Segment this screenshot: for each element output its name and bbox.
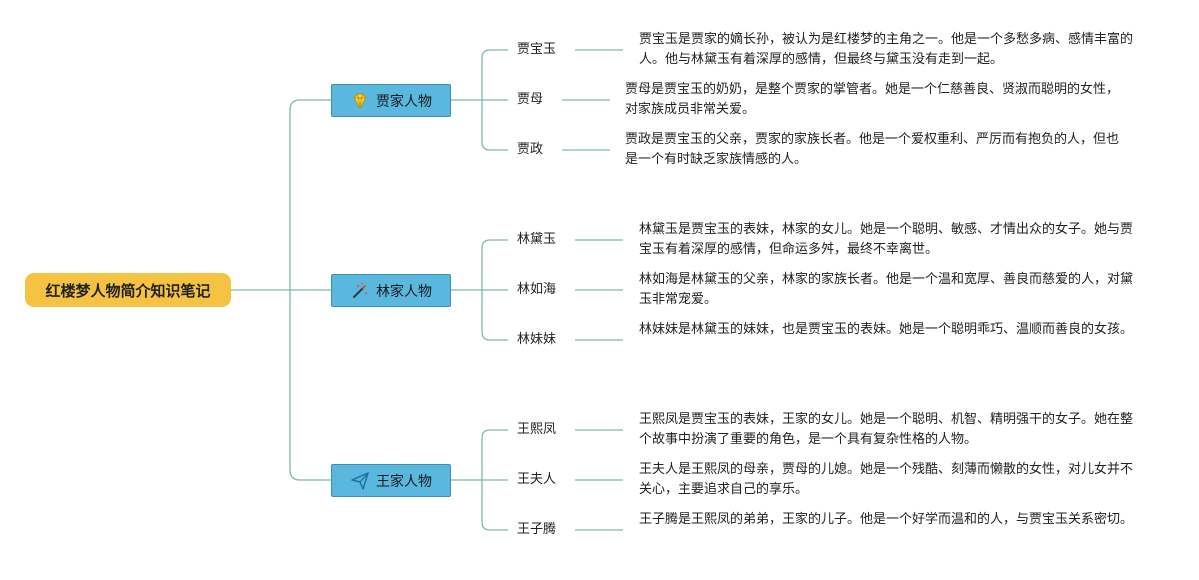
branch-wang-family[interactable]: 王家人物 bbox=[331, 464, 451, 497]
leaf-wang-ziteng[interactable]: 王子腾 bbox=[517, 522, 557, 537]
leaf-jia-mu[interactable]: 贾母 bbox=[517, 92, 544, 107]
branch-label: 贾家人物 bbox=[376, 93, 432, 110]
desc-jia-baoyu: 贾宝玉是贾家的嫡长孙，被认为是红楼梦的主角之一。他是一个多愁多病、感情丰富的人。… bbox=[639, 32, 1134, 67]
branch-label: 林家人物 bbox=[376, 283, 432, 300]
gem-icon bbox=[350, 91, 370, 111]
paper-plane-icon bbox=[350, 471, 370, 491]
leaf-lin-meimei[interactable]: 林妹妹 bbox=[517, 332, 557, 347]
root-label: 红楼梦人物简介知识笔记 bbox=[45, 281, 211, 300]
desc-jia-zheng: 贾政是贾宝玉的父亲，贾家的家族长者。他是一个爱权重利、严厉而有抱负的人，但也是一… bbox=[625, 132, 1120, 167]
magic-wand-icon bbox=[350, 281, 370, 301]
leaf-wang-furen[interactable]: 王夫人 bbox=[517, 472, 557, 487]
desc-lin-daiyu: 林黛玉是贾宝玉的表妹，林家的女儿。她是一个聪明、敏感、才情出众的女子。她与贾宝玉… bbox=[639, 222, 1134, 257]
branch-label: 王家人物 bbox=[376, 473, 432, 490]
leaf-wang-xifeng[interactable]: 王熙凤 bbox=[517, 422, 557, 437]
root-node[interactable]: 红楼梦人物简介知识笔记 bbox=[25, 273, 231, 307]
branch-jia-family[interactable]: 贾家人物 bbox=[331, 84, 451, 117]
desc-lin-meimei: 林妹妹是林黛玉的妹妹，也是贾宝玉的表妹。她是一个聪明乖巧、温顺而善良的女孩。 bbox=[639, 322, 1134, 337]
desc-lin-ruhai: 林如海是林黛玉的父亲，林家的家族长者。他是一个温和宽厚、善良而慈爱的人，对黛玉非… bbox=[639, 272, 1134, 307]
leaf-jia-baoyu[interactable]: 贾宝玉 bbox=[517, 42, 557, 57]
desc-wang-furen: 王夫人是王熙凤的母亲，贾母的儿媳。她是一个残酷、刻薄而懒散的女性，对儿女并不关心… bbox=[639, 462, 1134, 497]
desc-jia-mu: 贾母是贾宝玉的奶奶，是整个贾家的掌管者。她是一个仁慈善良、贤淑而聪明的女性，对家… bbox=[625, 82, 1120, 117]
leaf-jia-zheng[interactable]: 贾政 bbox=[517, 142, 544, 157]
desc-wang-ziteng: 王子腾是王熙凤的弟弟，王家的儿子。他是一个好学而温和的人，与贾宝玉关系密切。 bbox=[639, 512, 1134, 527]
desc-wang-xifeng: 王熙凤是贾宝玉的表妹，王家的女儿。她是一个聪明、机智、精明强干的女子。她在整个故… bbox=[639, 412, 1134, 447]
leaf-lin-ruhai[interactable]: 林如海 bbox=[517, 282, 557, 297]
leaf-lin-daiyu[interactable]: 林黛玉 bbox=[517, 232, 557, 247]
branch-lin-family[interactable]: 林家人物 bbox=[331, 274, 451, 307]
